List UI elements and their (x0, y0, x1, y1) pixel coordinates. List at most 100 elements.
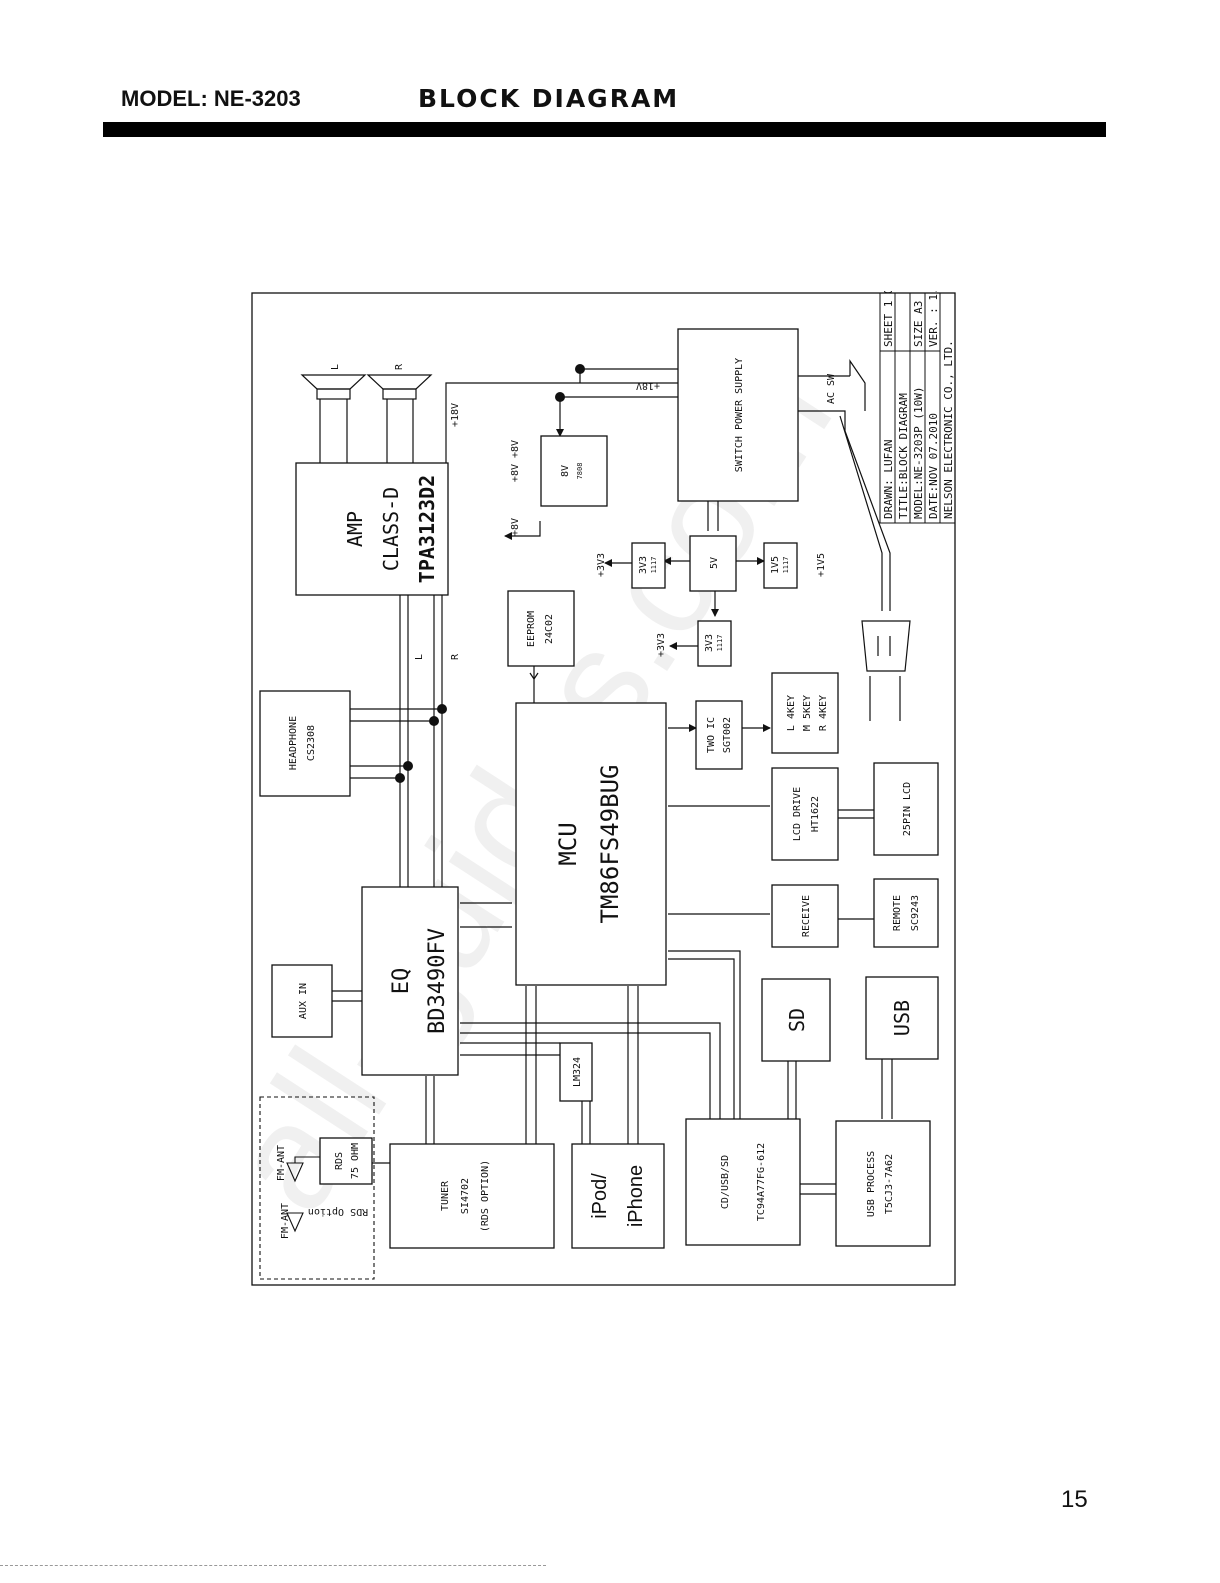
usb-process-label: USB PROCESS (866, 1151, 877, 1217)
lcd-block (873, 762, 939, 856)
remote-block (873, 878, 939, 948)
cd-usb-sd-part: TC94A77FG-612 (756, 1143, 767, 1221)
amp-block (295, 462, 449, 596)
receive-label: RECEIVE (801, 895, 812, 937)
keys-l: L 4KEY (786, 695, 797, 731)
eq-chip-label: BD3490FV (425, 928, 450, 1034)
two-ic-part: SGT002 (722, 717, 733, 753)
mcu-block (515, 702, 667, 986)
tuner-option: (RDS OPTION) (480, 1160, 491, 1232)
reg-3v3a-label: 3V3 (638, 556, 649, 574)
tuner-label: TUNER (440, 1180, 451, 1211)
reg-3v3b-label: 3V3 (704, 634, 715, 652)
diagram-frame (251, 292, 956, 1286)
tb-version: VER. : 1.0 (927, 291, 940, 347)
ipod-block (571, 1143, 665, 1249)
reg-3v3a-block (631, 542, 666, 589)
lm324-block (559, 1042, 593, 1102)
headphone-label: HEADPHONE (288, 716, 299, 770)
remote-part: SC9243 (910, 895, 921, 931)
rds-option-area (259, 1096, 375, 1280)
lcd-drive-block (771, 767, 839, 861)
speaker-l-label: L (330, 364, 341, 370)
reg-8v-part: 7808 (576, 463, 584, 480)
tb-date: DATE:NOV 07.2010 (927, 413, 940, 519)
headphone-part: CS2308 (306, 725, 317, 761)
tb-company: NELSON ELECTRONIC CO., LTD. (942, 340, 955, 519)
two-ic-label: TWO IC (706, 717, 717, 753)
tb-title: TITLE:BLOCK DIAGRAM (897, 393, 910, 519)
aux-in-label: AUX IN (298, 983, 309, 1019)
rail-8v-pair-label: +8V +8V (510, 440, 521, 482)
reg-3v3b-block (697, 620, 732, 667)
tb-size: SIZE A3 (912, 301, 925, 347)
speaker-left-icon (300, 374, 367, 400)
sd-block (761, 978, 831, 1062)
remote-label: REMOTE (892, 895, 903, 931)
rds-block (319, 1137, 373, 1185)
footer-rule (0, 1565, 546, 1566)
rail-3v3a-label: +3V3 (596, 553, 607, 577)
page-title: BLOCK DIAGRAM (418, 84, 680, 113)
reg-3v3a-part: 1117 (650, 557, 658, 574)
fm-ant-1-label: FM-ANT (276, 1145, 287, 1181)
usb-process-block (835, 1120, 931, 1247)
amp-chip-label: TPA3123D2 (415, 475, 439, 583)
eq-block (361, 886, 459, 1076)
cd-usb-sd-label: CD/USB/SD (720, 1155, 731, 1209)
reg-8v-label: 8V (560, 465, 571, 477)
eeprom-block (507, 590, 575, 667)
keys-m: M 5KEY (802, 695, 813, 731)
rail-18v-b-label: +18V (636, 380, 660, 391)
eeprom-part: 24C02 (544, 614, 555, 644)
speaker-r-label: R (394, 363, 405, 370)
amp-label: AMP (343, 511, 367, 547)
switch-power-block (677, 328, 799, 502)
fm-antenna-rds-icon (286, 1212, 304, 1233)
rail-1v5-label: +1V5 (816, 553, 827, 577)
aux-in-block (271, 964, 333, 1038)
reg-5v-block (689, 535, 737, 592)
usb-label: USB (890, 1000, 914, 1036)
rail-8v-label: +8V (510, 518, 521, 536)
tuner-block (389, 1143, 555, 1249)
lcd-drive-label: LCD DRIVE (792, 787, 803, 841)
rds-option-label: RDS Option (308, 1206, 368, 1217)
fm-ant-2-label: FM-ANT (280, 1203, 291, 1239)
rds-label: RDS (334, 1152, 345, 1170)
headphone-block (259, 690, 351, 797)
usb-process-part: T5CJ3-7A62 (884, 1154, 895, 1214)
ac-plug-icon (861, 620, 911, 721)
ac-sw-label: AC SW (826, 373, 837, 404)
receive-block (771, 884, 839, 948)
usb-block (865, 976, 939, 1060)
mcu-chip-label: TM86FS49BUG (596, 765, 624, 924)
amp-class-label: CLASS-D (379, 487, 403, 571)
header-divider (103, 122, 1106, 137)
line-l-label: L (414, 654, 425, 660)
page-number: 15 (1061, 1486, 1088, 1513)
reg-8v-block (540, 435, 608, 507)
reg-5v-label: 5V (709, 557, 720, 569)
two-ic-block (695, 700, 743, 770)
switch-power-label: SWITCH POWER SUPPLY (734, 358, 745, 472)
lcd-drive-part: HT1622 (810, 796, 821, 832)
rail-3v3b-label: +3V3 (656, 633, 667, 657)
rail-18v-label: +18V (450, 403, 461, 427)
eeprom-label: EEPROM (526, 611, 537, 647)
speaker-right-icon (366, 374, 433, 400)
tuner-part: SI4702 (460, 1178, 471, 1214)
keys-r: R 4KEY (818, 695, 829, 731)
ipod-label: iPod/ (589, 1173, 611, 1219)
keys-block (771, 672, 839, 754)
iphone-label: iPhone (625, 1165, 647, 1227)
lm324-label: LM324 (572, 1057, 583, 1087)
tb-drawn: DRAWN: LUFAN (882, 440, 895, 519)
rds-ohm-label: 75 OHM (350, 1143, 361, 1179)
eq-label: EQ (389, 968, 414, 995)
reg-1v5-part: 1117 (782, 557, 790, 574)
sd-label: SD (785, 1008, 809, 1032)
block-diagram: all-guides.com (250, 291, 956, 1286)
reg-3v3b-part: 1117 (716, 635, 724, 652)
lcd-label: 25PIN LCD (902, 782, 913, 836)
